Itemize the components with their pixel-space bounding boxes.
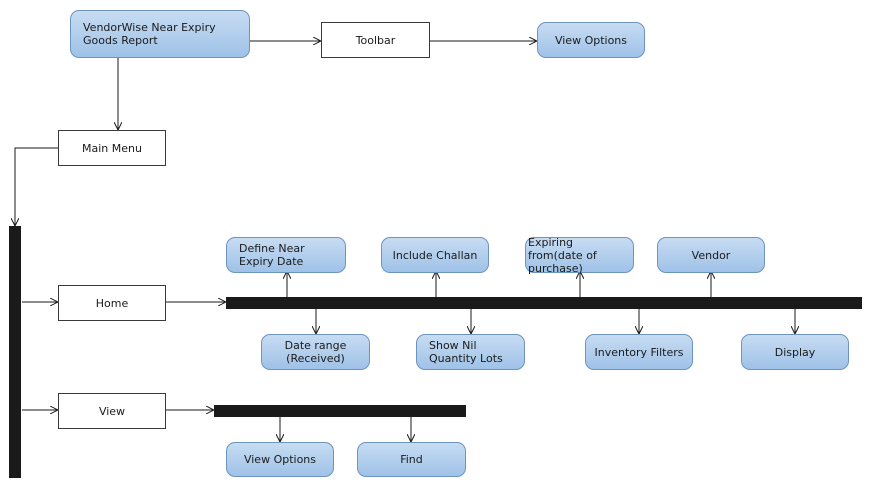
date-range-received-node[interactable]: Date range (Received) <box>261 334 370 370</box>
define-near-expiry-date-label: Define Near Expiry Date <box>239 242 305 268</box>
date-range-received-label: Date range (Received) <box>284 339 347 365</box>
home-branch-bar <box>226 297 862 309</box>
view-options-node[interactable]: View Options <box>226 442 334 477</box>
toolbar-node[interactable]: Toolbar <box>321 22 430 58</box>
display-node[interactable]: Display <box>741 334 849 370</box>
home-node[interactable]: Home <box>58 285 166 321</box>
expiring-from-label: Expiring from(date of purchase) <box>528 235 597 275</box>
show-nil-quantity-lots-label: Show Nil Quantity Lots <box>429 339 503 365</box>
view-label: View <box>98 404 126 418</box>
define-near-expiry-date-node[interactable]: Define Near Expiry Date <box>226 237 346 273</box>
vendor-label: Vendor <box>691 248 731 262</box>
toolbar-view-options-node[interactable]: View Options <box>537 22 645 58</box>
find-label: Find <box>400 453 423 466</box>
display-label: Display <box>774 345 816 359</box>
inventory-filters-label: Inventory Filters <box>594 345 684 359</box>
include-challan-label: Include Challan <box>392 248 478 262</box>
toolbar-view-options-label: View Options <box>554 33 628 47</box>
show-nil-quantity-lots-node[interactable]: Show Nil Quantity Lots <box>416 334 525 370</box>
home-label: Home <box>95 296 129 310</box>
view-node[interactable]: View <box>58 393 166 429</box>
include-challan-node[interactable]: Include Challan <box>381 237 489 273</box>
vendor-node[interactable]: Vendor <box>657 237 765 273</box>
main-menu-label: Main Menu <box>82 141 142 155</box>
find-node[interactable]: Find <box>357 442 466 477</box>
main-menu-node[interactable]: Main Menu <box>58 130 166 166</box>
expiring-from-node[interactable]: Expiring from(date of purchase) <box>525 235 634 275</box>
toolbar-label: Toolbar <box>355 33 396 47</box>
view-options-label: View Options <box>243 453 317 466</box>
view-branch-bar <box>214 405 466 417</box>
root-report-node[interactable]: VendorWise Near Expiry Goods Report <box>70 10 250 58</box>
menu-branch-bar <box>9 226 21 478</box>
inventory-filters-node[interactable]: Inventory Filters <box>585 334 693 370</box>
root-report-label: VendorWise Near Expiry Goods Report <box>83 21 216 47</box>
